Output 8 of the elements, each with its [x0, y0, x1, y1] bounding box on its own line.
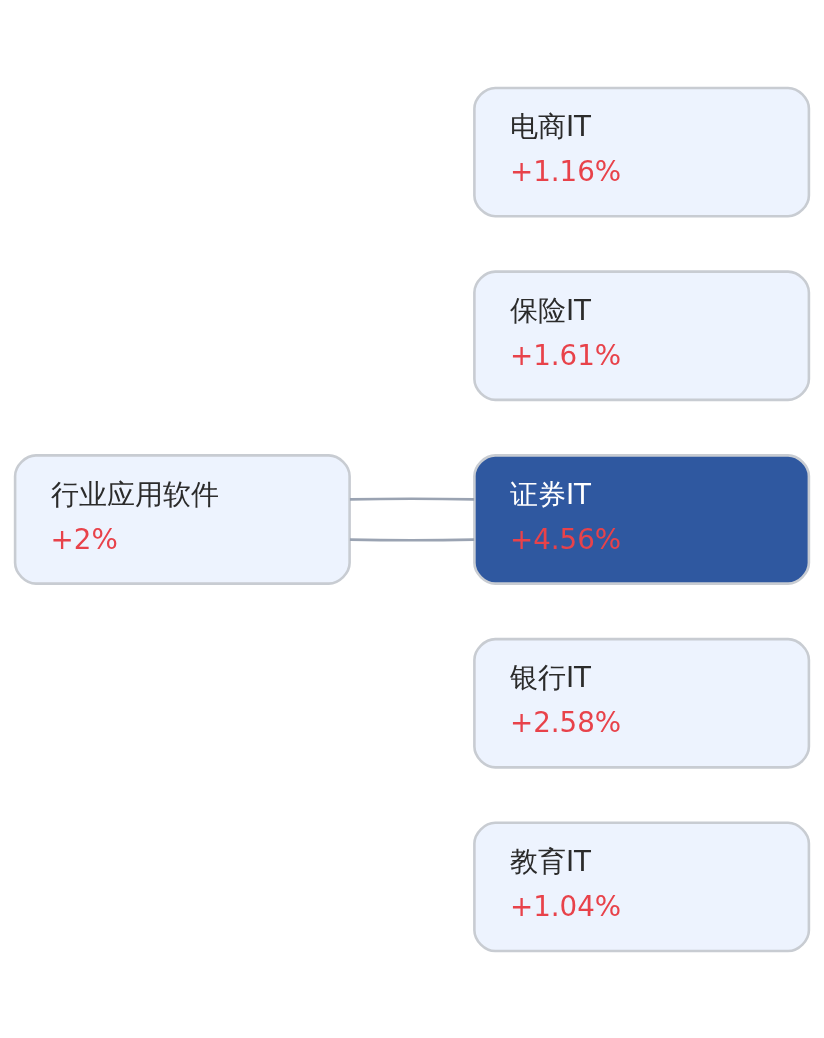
node-box: 教育IT +1.04%	[473, 821, 811, 952]
node-box: 保险IT +1.61%	[473, 269, 811, 401]
node-box: 电商IT +1.16%	[473, 86, 811, 217]
connector	[349, 496, 475, 501]
node-box: 行业应用软件 +2%	[13, 453, 351, 585]
node-box: 银行IT +2.58%	[473, 637, 811, 769]
connector	[349, 537, 475, 542]
node-box: 证券IT +4.56%	[473, 453, 811, 585]
